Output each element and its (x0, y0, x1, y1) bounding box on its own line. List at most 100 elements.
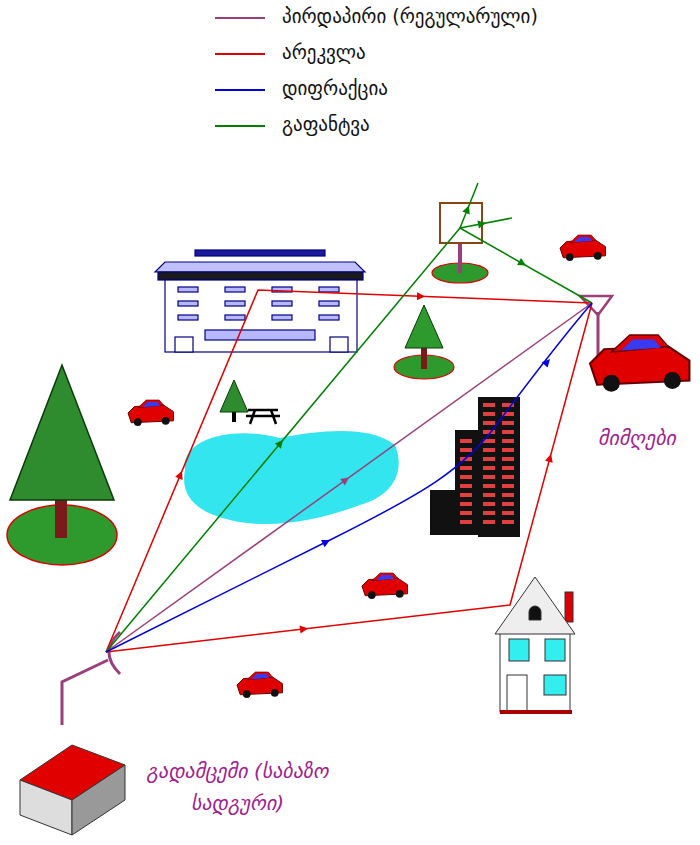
transmitter-label: გადამცემი (საბაზო სადგური) (130, 755, 345, 819)
receiver-label: მიმღები (578, 422, 696, 454)
window (460, 475, 472, 479)
base-station-building (20, 632, 125, 835)
window (502, 520, 514, 524)
window (483, 502, 495, 506)
window (460, 484, 472, 488)
sign-post (432, 203, 488, 283)
window (178, 287, 198, 292)
window (502, 457, 514, 461)
window (272, 315, 292, 320)
circle-shape (162, 417, 170, 425)
small-tree (220, 305, 454, 424)
office-building (155, 250, 365, 352)
polygon-shape (251, 674, 269, 679)
window (225, 315, 245, 320)
arrowhead (321, 540, 330, 547)
car (128, 400, 174, 426)
window (460, 448, 472, 452)
diffraction-ray (106, 303, 592, 652)
scattering-ray (460, 218, 512, 228)
window (319, 315, 339, 320)
circle-shape (243, 690, 251, 698)
arrowhead (462, 206, 469, 215)
window (460, 493, 472, 497)
car (590, 335, 689, 392)
window (502, 475, 514, 479)
polygon-shape (372, 573, 398, 581)
circle-shape (664, 372, 681, 389)
polygon-shape (611, 335, 668, 352)
house (495, 577, 575, 714)
polygon-shape (376, 575, 394, 580)
circle-shape (594, 252, 602, 260)
window (483, 484, 495, 488)
window (272, 301, 292, 306)
window (502, 448, 514, 452)
car (362, 573, 408, 599)
window (460, 439, 472, 443)
polygon-shape (574, 237, 592, 242)
window (460, 502, 472, 506)
arrowhead (477, 221, 486, 229)
arrowhead (517, 258, 526, 265)
window (483, 466, 495, 470)
circle-shape (566, 253, 574, 261)
polygon-shape (142, 402, 160, 407)
reflection-ray (106, 290, 592, 652)
window (460, 520, 472, 524)
arrowhead (542, 359, 550, 368)
window (483, 475, 495, 479)
scattering-ray (460, 183, 478, 228)
window (502, 484, 514, 488)
window (178, 315, 198, 320)
window (319, 287, 339, 292)
legend-text: არეკვლა (282, 41, 366, 63)
circle-shape (603, 375, 620, 392)
receiver-car (580, 296, 689, 392)
window (483, 511, 495, 515)
circle-shape (271, 689, 279, 697)
window (483, 457, 495, 461)
window (502, 493, 514, 497)
window (483, 520, 495, 524)
window (460, 511, 472, 515)
window (483, 493, 495, 497)
legend-text: პირდაპირი (რეგულარული) (282, 5, 538, 27)
arrowhead (545, 454, 553, 463)
arrowhead (340, 478, 349, 486)
window (483, 448, 495, 452)
window (483, 403, 495, 407)
window (502, 466, 514, 470)
legend-text: გაფანტვა (282, 113, 370, 135)
polygon-shape (247, 672, 273, 680)
big-tree (7, 365, 117, 565)
window (460, 466, 472, 470)
window (225, 301, 245, 306)
car (560, 235, 606, 261)
window (502, 439, 514, 443)
window (502, 511, 514, 515)
car (237, 672, 283, 698)
window (178, 301, 198, 306)
window (225, 287, 245, 292)
legend-text: დიფრაქცია (282, 77, 388, 99)
window (502, 430, 514, 434)
window (502, 502, 514, 506)
skyscraper (430, 397, 520, 537)
lake (184, 431, 399, 524)
arrowhead (300, 625, 308, 633)
scattering-ray (106, 228, 592, 652)
circle-shape (134, 418, 142, 426)
legend-samples (215, 18, 265, 126)
window (502, 421, 514, 425)
polygon-shape (138, 400, 164, 408)
arrowhead (417, 292, 425, 300)
circle-shape (396, 590, 404, 598)
polygon-shape (621, 339, 661, 350)
window (483, 412, 495, 416)
arrowhead (175, 471, 182, 480)
arrowhead (275, 440, 283, 449)
direct-ray (106, 303, 592, 652)
reflection-ray (106, 303, 592, 652)
window (319, 301, 339, 306)
